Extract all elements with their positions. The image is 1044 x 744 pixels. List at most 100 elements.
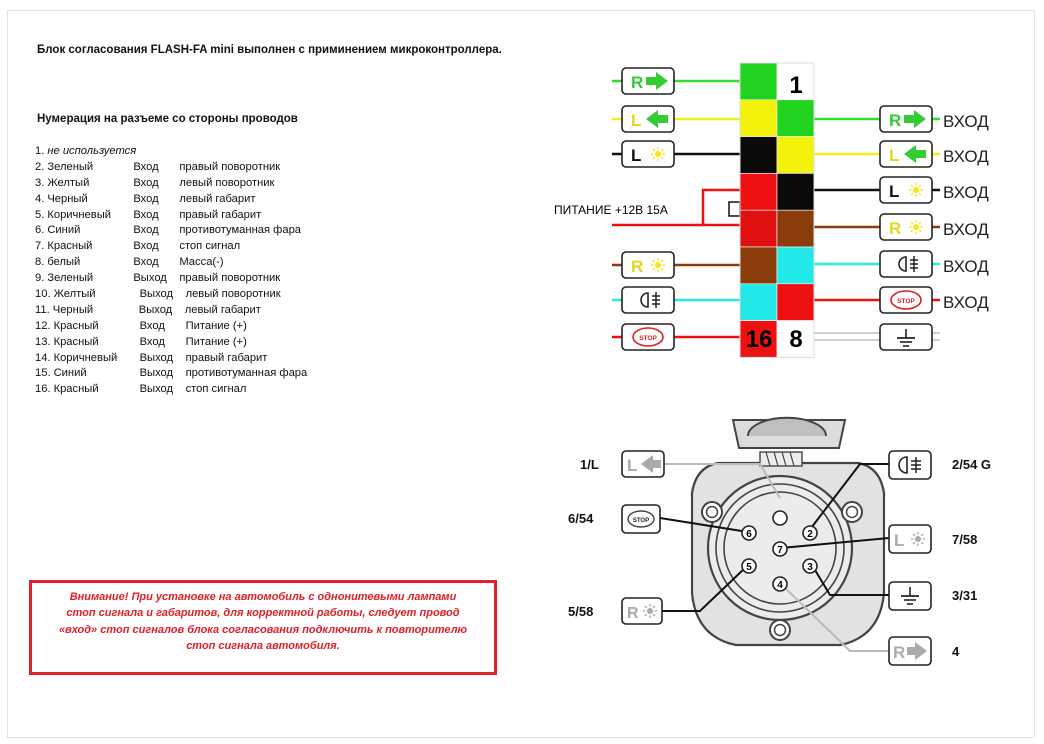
connector-cell [739, 99, 778, 137]
pin-description: левый габарит [184, 303, 261, 316]
pin-number: 3. [35, 176, 45, 189]
connector-pin-8-label: 8 [789, 326, 802, 353]
pin-number: 6. [35, 224, 45, 237]
pin-description: противотуманная фара [179, 224, 302, 237]
pin-number: 10. [35, 288, 51, 301]
pin-number: 12. [35, 319, 51, 332]
socket-right-parking-icon: R [621, 597, 663, 625]
pin-description: правый поворотник [179, 272, 281, 285]
svg-text:STOP: STOP [897, 298, 915, 305]
pin-direction: Вход [133, 176, 159, 189]
stop-light-out-icon: STOP [879, 286, 933, 314]
pin-number: 1. [35, 145, 45, 157]
pin-description: противотуманная фара [185, 367, 308, 380]
fog-light-icon [621, 286, 675, 314]
pin-direction: Вход [139, 335, 165, 348]
pin-description: правый габарит [185, 351, 268, 364]
pin-number: 15. [35, 367, 51, 380]
pin-description: Питание (+) [185, 319, 247, 332]
connector-cell [739, 209, 778, 248]
left-turn-out-icon: L [879, 140, 933, 168]
socket-label-2-54G: 2/54 G [952, 457, 991, 472]
socket-left-parking-icon: L [888, 524, 932, 554]
pin-description: стоп сигнал [185, 383, 247, 396]
pin-wire-color: Красный [53, 335, 99, 348]
pin-wire-color: Желтый [47, 176, 90, 189]
svg-text:L: L [631, 111, 641, 130]
connector-cell [776, 320, 815, 358]
pin-numbering-heading: Нумерация на разъеме со стороны проводов [37, 113, 298, 125]
connector-cell [739, 283, 778, 321]
pin-number: 16. [35, 383, 51, 396]
warning-line: «вход» стоп сигналов блока согласования … [58, 623, 468, 636]
connector-cell [739, 246, 778, 285]
ground-icon [879, 323, 933, 351]
connector-cell [776, 173, 815, 211]
pin-description: стоп сигнал [179, 240, 241, 253]
connector-cell [776, 209, 815, 248]
socket-pin-label: 5 [746, 562, 752, 573]
pin-wire-color: Красный [53, 319, 99, 332]
connector-outline [739, 62, 815, 358]
pin-number: 13. [35, 335, 51, 348]
connector-cell [776, 136, 815, 174]
connector-cell [776, 99, 815, 137]
pin-number: 14. [35, 351, 51, 364]
connector-block [739, 62, 815, 358]
power-label: ПИТАНИЕ +12В 15А [554, 203, 668, 217]
connector-cell [776, 246, 815, 285]
input-label: ВХОД [943, 183, 989, 202]
pin-wire-color: Зеленый [47, 272, 94, 285]
pin-description: правый поворотник [179, 160, 281, 173]
connector-pin-1-label: 1 [789, 72, 802, 99]
pin-wire-color: не используется [47, 145, 137, 157]
pin-list-item: 1.не используется [35, 144, 307, 160]
pin-wire-color: Синий [47, 224, 81, 237]
pin-number: 7. [35, 240, 45, 253]
pin-wire-color: Желтый [53, 288, 96, 301]
svg-text:L: L [627, 456, 637, 475]
connector-cell [739, 136, 778, 174]
svg-text:R: R [631, 73, 643, 92]
left-parking-out-icon: L [879, 176, 933, 204]
svg-text:L: L [889, 182, 899, 201]
pin-number: 8. [35, 256, 45, 269]
pin-direction: Выход [139, 383, 174, 396]
pin-description: левый поворотник [185, 288, 281, 301]
pin-list-item: 6.Синий Вход противотуманная фара [35, 223, 307, 239]
socket-pin-label: 6 [746, 529, 752, 540]
pin-direction: Вход [133, 224, 159, 237]
pin-number: 4. [35, 192, 45, 205]
input-label: ВХОД [943, 220, 989, 239]
socket-stop-icon: STOP [621, 504, 661, 534]
svg-text:R: R [889, 219, 901, 238]
left-turn-yellow-icon: L [621, 105, 675, 133]
socket-label-5-58: 5/58 [568, 604, 593, 619]
socket-pin-label: 2 [807, 529, 813, 540]
pin-number: 2. [35, 160, 45, 173]
right-parking-light-icon: R [621, 251, 675, 279]
page-frame [7, 10, 1035, 738]
socket-ground-icon [888, 581, 932, 611]
pin-description: Масса(-) [179, 256, 224, 269]
pin-direction: Выход [139, 288, 174, 301]
pin-list-item: 16.Красный Выход стоп сигнал [35, 382, 307, 398]
svg-text:STOP: STOP [639, 335, 657, 342]
socket-pin-label: 3 [807, 562, 813, 573]
svg-text:L: L [894, 531, 904, 550]
socket-pin-label: 7 [777, 545, 783, 556]
pin-wire-color: Красный [53, 383, 99, 396]
pin-description: правый габарит [179, 208, 262, 221]
pin-direction: Вход [133, 192, 159, 205]
pin-wire-color: Красный [47, 240, 93, 253]
svg-text:R: R [893, 643, 905, 662]
